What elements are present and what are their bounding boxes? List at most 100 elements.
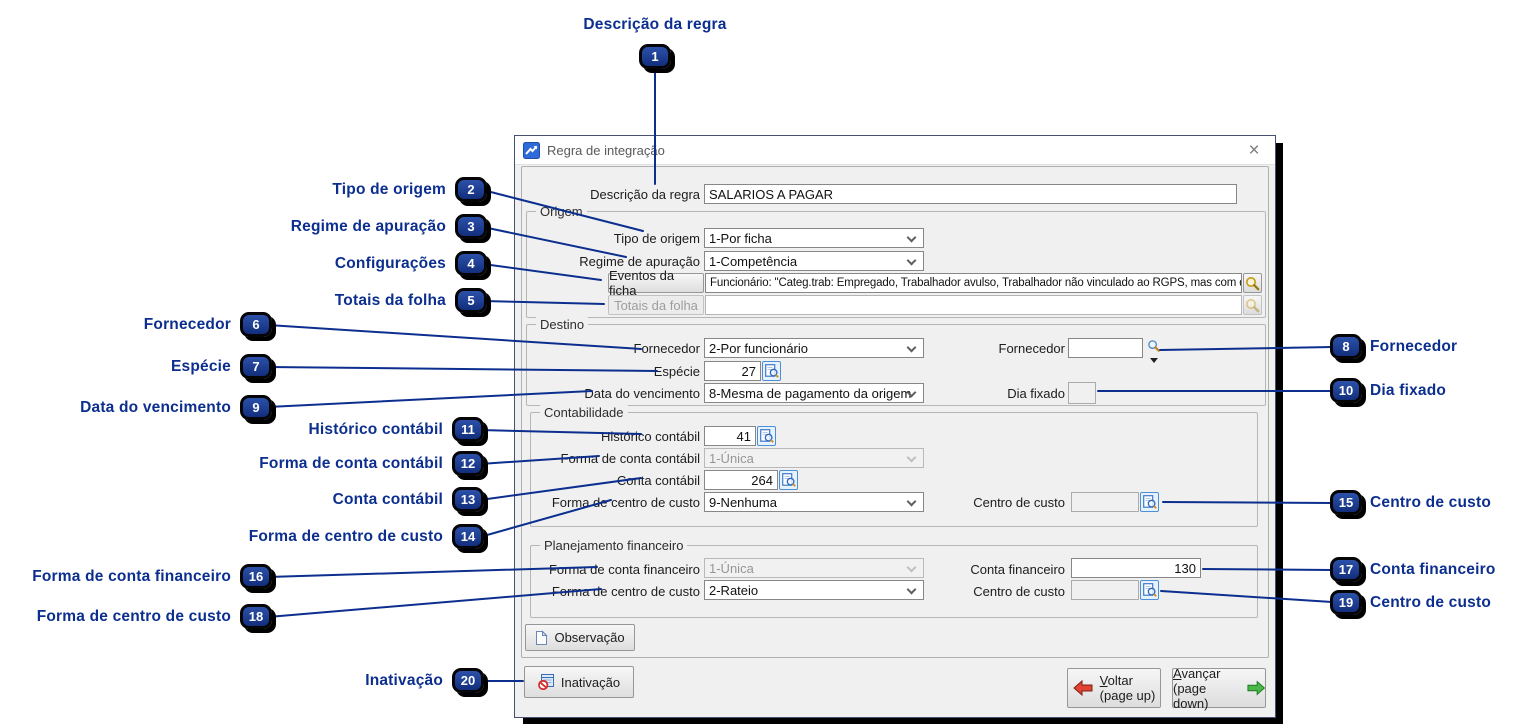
callout-badge-1: 1 — [639, 44, 671, 69]
observacao-button[interactable]: Observação — [525, 624, 635, 651]
callout-label-14: Forma de centro de custo — [248, 528, 443, 545]
fornecedor-magnifier-icon[interactable] — [1147, 339, 1161, 353]
dialog-title: Regra de integração — [547, 143, 665, 158]
callout-label-5: Totais da folha — [334, 292, 446, 309]
callout-label-16: Forma de conta financeiro — [32, 568, 231, 585]
conta-financeiro-label: Conta financeiro — [970, 562, 1065, 577]
eventos-da-ficha-field[interactable]: Funcionário: "Categ.trab: Empregado, Tra… — [705, 273, 1242, 293]
conta-contabil-label: Conta contábil — [616, 473, 700, 488]
callout-badge-18: 18 — [240, 604, 272, 629]
callout-label-12: Forma de conta contábil — [259, 455, 443, 472]
contabilidade-legend: Contabilidade — [540, 405, 628, 420]
contabilidade-group: Contabilidade — [530, 405, 1258, 527]
especie-input[interactable]: 27 — [704, 361, 761, 381]
historico-contabil-lookup-button[interactable] — [757, 426, 776, 446]
callout-badge-6: 6 — [240, 312, 272, 337]
voltar-button[interactable]: Voltar (page up) — [1067, 668, 1161, 708]
callout-label-4: Configurações — [334, 255, 446, 272]
chevron-down-icon — [906, 342, 917, 353]
forma-de-centro-de-custo-label: Forma de centro de custo — [551, 495, 700, 510]
inactivation-icon — [537, 674, 554, 690]
callout-badge-14: 14 — [452, 524, 484, 549]
app-icon — [523, 142, 540, 159]
planejamento-financeiro-legend: Planejamento financeiro — [540, 538, 688, 553]
form-magnifier-icon — [1142, 495, 1157, 509]
fornecedor-select[interactable]: 2-Por funcionário — [704, 338, 924, 358]
historico-contabil-label: Histórico contábil — [601, 429, 700, 444]
eventos-da-ficha-search-button[interactable] — [1243, 273, 1262, 293]
planejamento-financeiro-group: Planejamento financeiro — [530, 538, 1258, 618]
especie-lookup-button[interactable] — [762, 361, 781, 381]
conta-contabil-input[interactable]: 264 — [704, 470, 778, 490]
totais-da-folha-button: Totais da folha — [608, 295, 704, 315]
fornecedor-lookup-label: Fornecedor — [998, 341, 1065, 356]
form-magnifier-icon — [764, 364, 779, 378]
callout-badge-5: 5 — [455, 288, 487, 313]
fornecedor-dropdown-arrow-icon[interactable] — [1150, 358, 1158, 363]
especie-label: Espécie — [653, 364, 700, 379]
callout-label-20: Inativação — [365, 672, 443, 689]
form-magnifier-icon — [1142, 583, 1157, 597]
callout-label-10: Dia fixado — [1370, 382, 1447, 399]
tipo-de-origem-label: Tipo de origem — [613, 231, 700, 246]
centro-de-custo-financeiro-lookup-button[interactable] — [1140, 580, 1159, 600]
callout-badge-20: 20 — [452, 668, 484, 693]
form-magnifier-icon — [759, 429, 774, 443]
callout-label-1: Descrição da regra — [583, 16, 727, 33]
callout-label-7: Espécie — [171, 358, 231, 375]
callout-badge-10: 10 — [1330, 378, 1362, 403]
callout-badge-19: 19 — [1330, 590, 1362, 615]
callout-label-3: Regime de apuração — [290, 218, 446, 235]
centro-de-custo-input — [1071, 492, 1139, 512]
conta-contabil-lookup-button[interactable] — [779, 470, 798, 490]
tipo-de-origem-select[interactable]: 1-Por ficha — [704, 228, 924, 248]
forma-de-conta-financeiro-label: Forma de conta financeiro — [548, 562, 700, 577]
callout-label-6: Fornecedor — [143, 316, 231, 333]
totais-da-folha-search-button — [1243, 295, 1262, 315]
fornecedor-select-label: Fornecedor — [633, 341, 700, 356]
avancar-label: Avançar — [1173, 665, 1221, 681]
callout-badge-16: 16 — [240, 564, 272, 589]
dia-fixado-input — [1068, 382, 1096, 404]
chevron-down-icon — [906, 584, 917, 595]
callout-badge-8: 8 — [1330, 334, 1362, 359]
callout-label-17: Conta financeiro — [1370, 561, 1496, 578]
callout-badge-2: 2 — [455, 177, 487, 202]
centro-de-custo-lookup-button[interactable] — [1140, 492, 1159, 512]
close-button[interactable]: × — [1240, 138, 1268, 163]
forma-de-conta-financeiro-select: 1-Única — [704, 558, 924, 578]
destino-legend: Destino — [536, 317, 589, 332]
inativacao-button[interactable]: Inativação — [524, 666, 634, 698]
dialog-titlebar[interactable]: Regra de integração × — [515, 136, 1275, 165]
chevron-down-icon — [906, 562, 917, 573]
forma-de-centro-de-custo-select[interactable]: 9-Nenhuma — [704, 492, 924, 512]
callout-badge-4: 4 — [455, 251, 487, 276]
chevron-down-icon — [906, 255, 917, 266]
centro-de-custo-label: Centro de custo — [973, 495, 1065, 510]
avancar-sublabel: (page down) — [1173, 680, 1209, 711]
regime-de-apuracao-select[interactable]: 1-Competência — [704, 251, 924, 271]
callout-label-9: Data do vencimento — [80, 399, 231, 416]
historico-contabil-input[interactable]: 41 — [704, 426, 756, 446]
chevron-down-icon — [906, 452, 917, 463]
avancar-button[interactable]: Avançar (page down) — [1172, 665, 1266, 711]
voltar-label: Voltar — [1099, 673, 1133, 688]
fornecedor-lookup-input[interactable] — [1068, 338, 1143, 358]
content-frame — [521, 166, 1269, 658]
callout-badge-15: 15 — [1330, 490, 1362, 515]
callout-label-15: Centro de custo — [1370, 494, 1491, 511]
forma-de-centro-de-custo-financeiro-select[interactable]: 2-Rateio — [704, 580, 924, 600]
callout-label-2: Tipo de origem — [332, 181, 446, 198]
forma-de-conta-contabil-select: 1-Única — [704, 448, 924, 468]
dialog-window: Regra de integração × Descrição da regra… — [514, 135, 1276, 718]
descricao-da-regra-input[interactable]: SALARIOS A PAGAR — [704, 184, 1237, 204]
callout-badge-12: 12 — [452, 451, 484, 476]
conta-financeiro-input[interactable]: 130 — [1071, 558, 1201, 578]
close-icon: × — [1248, 139, 1260, 161]
callout-label-8: Fornecedor — [1370, 338, 1458, 355]
data-do-vencimento-select[interactable]: 8-Mesma de pagamento da origem — [704, 383, 924, 403]
centro-de-custo-financeiro-label: Centro de custo — [973, 584, 1065, 599]
eventos-da-ficha-button[interactable]: Eventos da ficha — [608, 268, 704, 298]
callout-badge-13: 13 — [452, 487, 484, 512]
